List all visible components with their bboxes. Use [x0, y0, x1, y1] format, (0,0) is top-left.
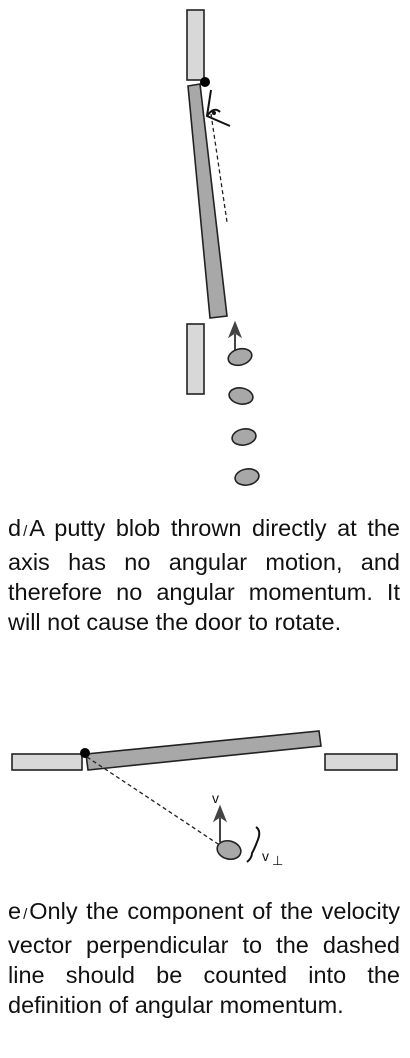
caption-e-label: e [8, 898, 22, 924]
caption-d-label: d [8, 515, 22, 541]
radius-line [86, 756, 219, 845]
perp-component-label: v⊥ [262, 848, 283, 868]
velocity-arrow [212, 804, 228, 842]
hinge-axis [200, 77, 210, 87]
putty-blob [231, 428, 257, 446]
figure-e-diagram: v v⊥ [11, 730, 398, 868]
door-panel [85, 730, 322, 771]
figure-d-diagram [186, 9, 260, 486]
caption-e: e/Only the component of the velocity vec… [8, 896, 400, 1020]
wall-lower [186, 323, 205, 395]
velocity-label: v [212, 790, 219, 806]
hinge-axis [80, 748, 90, 758]
putty-blob [227, 347, 253, 367]
caption-e-text: Only the component of the velocity vecto… [8, 898, 400, 1018]
door-panel [187, 83, 228, 319]
caption-d-separator: / [23, 523, 28, 540]
eye-icon [205, 89, 231, 127]
wall-left [11, 753, 83, 771]
putty-blob [216, 839, 242, 861]
wall-upper [186, 9, 205, 81]
perpendicular-brace [246, 826, 261, 863]
wall-right [324, 753, 398, 771]
putty-blob [228, 387, 254, 405]
caption-e-separator: / [23, 906, 28, 923]
caption-d-text: A putty blob thrown directly at the axis… [8, 515, 400, 635]
putty-blob [234, 468, 260, 486]
caption-d: d/A putty blob thrown directly at the ax… [8, 513, 400, 637]
